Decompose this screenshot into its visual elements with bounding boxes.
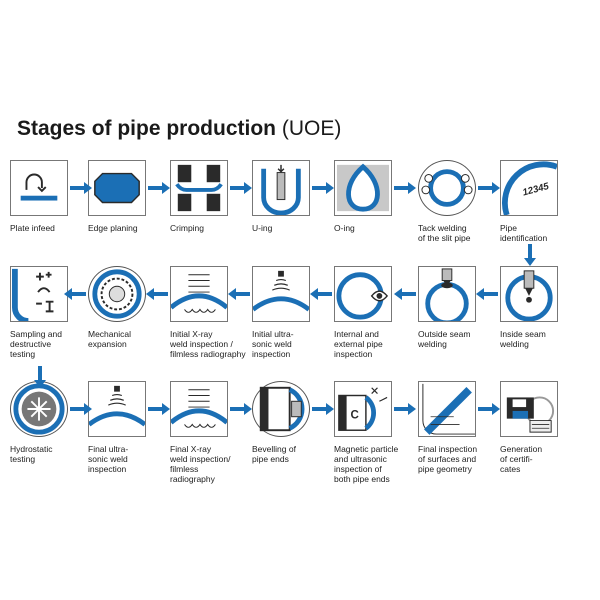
step-label: O-ing	[334, 223, 355, 233]
step-label: Initial ultra- sonic weld inspection	[252, 329, 294, 359]
step-label: Plate infeed	[10, 223, 55, 233]
step-label: Final ultra- sonic weld inspection	[88, 444, 129, 474]
final-inspection-icon	[418, 381, 476, 437]
svg-text:C: C	[350, 410, 359, 422]
step-label: Final X-ray weld inspection/ filmless ra…	[170, 444, 231, 484]
process-step: Tack welding of the slit pipe	[418, 160, 498, 295]
process-step: O-ing	[334, 160, 414, 295]
pipe-identification-icon: 12345	[500, 160, 558, 216]
flow-arrow-icon	[34, 366, 46, 388]
flow-arrow-icon	[394, 182, 416, 194]
flow-arrow-icon	[146, 288, 168, 300]
step-label: Pipe identification	[500, 223, 548, 243]
x-ray-inspection-icon	[170, 266, 228, 322]
final-ultrasonic-icon	[88, 381, 146, 437]
certificates-icon	[500, 381, 558, 437]
flow-arrow-icon	[310, 288, 332, 300]
step-label: Crimping	[170, 223, 205, 233]
destructive-testing-icon	[10, 266, 68, 322]
step-label: Magnetic particle and ultrasonic inspect…	[334, 444, 399, 484]
mechanical-expansion-icon	[88, 266, 146, 322]
process-step: Bevelling of pipe ends	[252, 381, 332, 516]
magnetic-particle-icon: C	[334, 381, 392, 437]
process-step: Initial ultra- sonic weld inspection	[252, 266, 332, 401]
step-label: Internal and external pipe inspection	[334, 329, 383, 359]
flow-arrow-icon	[312, 403, 334, 415]
step-label: Inside seam welding	[500, 329, 546, 349]
process-step: Plate infeed	[10, 160, 90, 295]
hydrostatic-testing-icon	[10, 381, 68, 437]
process-step: U-ing	[252, 160, 332, 295]
process-step: Crimping	[170, 160, 250, 295]
step-label: Sampling and destructive testing	[10, 329, 62, 359]
flow-arrow-icon	[70, 403, 92, 415]
process-step: Mechanical expansion	[88, 266, 168, 401]
plate-infeed-icon	[10, 160, 68, 216]
step-label: Edge planing	[88, 223, 138, 233]
step-label: Mechanical expansion	[88, 329, 131, 349]
flow-arrow-icon	[476, 288, 498, 300]
step-label: Initial X-ray weld inspection / filmless…	[170, 329, 246, 359]
inside-seam-welding-icon	[500, 266, 558, 322]
process-step: Outside seam welding	[418, 266, 498, 401]
step-label: Outside seam welding	[418, 329, 471, 349]
process-step: Edge planing	[88, 160, 168, 295]
step-label: Hydrostatic testing	[10, 444, 53, 464]
diagram-title: Stages of pipe production (UOE)	[17, 117, 341, 141]
flow-arrow-icon	[228, 288, 250, 300]
flow-arrow-icon	[230, 403, 252, 415]
flow-arrow-icon	[148, 403, 170, 415]
process-step: C Magnetic particle and ultrasonic inspec…	[334, 381, 414, 516]
flow-arrow-icon	[478, 403, 500, 415]
final-x-ray-icon	[170, 381, 228, 437]
flow-arrow-icon	[478, 182, 500, 194]
process-step: Final inspection of surfaces and pipe ge…	[418, 381, 498, 516]
flow-arrow-icon	[64, 288, 86, 300]
process-step: Generation of certifi- cates	[500, 381, 580, 516]
flow-arrow-icon	[394, 288, 416, 300]
bevelling-icon	[252, 381, 310, 437]
title-main: Stages of pipe production	[17, 117, 277, 140]
u-ing-icon	[252, 160, 310, 216]
flow-arrow-icon	[148, 182, 170, 194]
flow-arrow-icon	[70, 182, 92, 194]
process-step: Initial X-ray weld inspection / filmless…	[170, 266, 250, 401]
flow-arrow-icon	[312, 182, 334, 194]
process-step: Hydrostatic testing	[10, 381, 90, 516]
step-label: Final inspection of surfaces and pipe ge…	[418, 444, 478, 474]
flow-arrow-icon	[230, 182, 252, 194]
step-label: U-ing	[252, 223, 273, 233]
step-label: Tack welding of the slit pipe	[418, 223, 471, 243]
pipe-inspection-icon	[334, 266, 392, 322]
crimping-icon	[170, 160, 228, 216]
edge-planing-icon	[88, 160, 146, 216]
tack-welding-icon	[418, 160, 476, 216]
outside-seam-welding-icon	[418, 266, 476, 322]
step-label: Generation of certifi- cates	[500, 444, 543, 474]
process-step: Inside seam welding	[500, 266, 580, 401]
process-step: Final ultra- sonic weld inspection	[88, 381, 168, 516]
ultrasonic-inspection-icon	[252, 266, 310, 322]
process-step: Internal and external pipe inspection	[334, 266, 414, 401]
flow-arrow-icon	[524, 244, 536, 266]
svg-text:12345: 12345	[521, 181, 550, 199]
step-label: Bevelling of pipe ends	[252, 444, 296, 464]
o-ing-icon	[334, 160, 392, 216]
flow-arrow-icon	[394, 403, 416, 415]
title-suffix: (UOE)	[281, 117, 342, 140]
process-step: Final X-ray weld inspection/ filmless ra…	[170, 381, 250, 516]
